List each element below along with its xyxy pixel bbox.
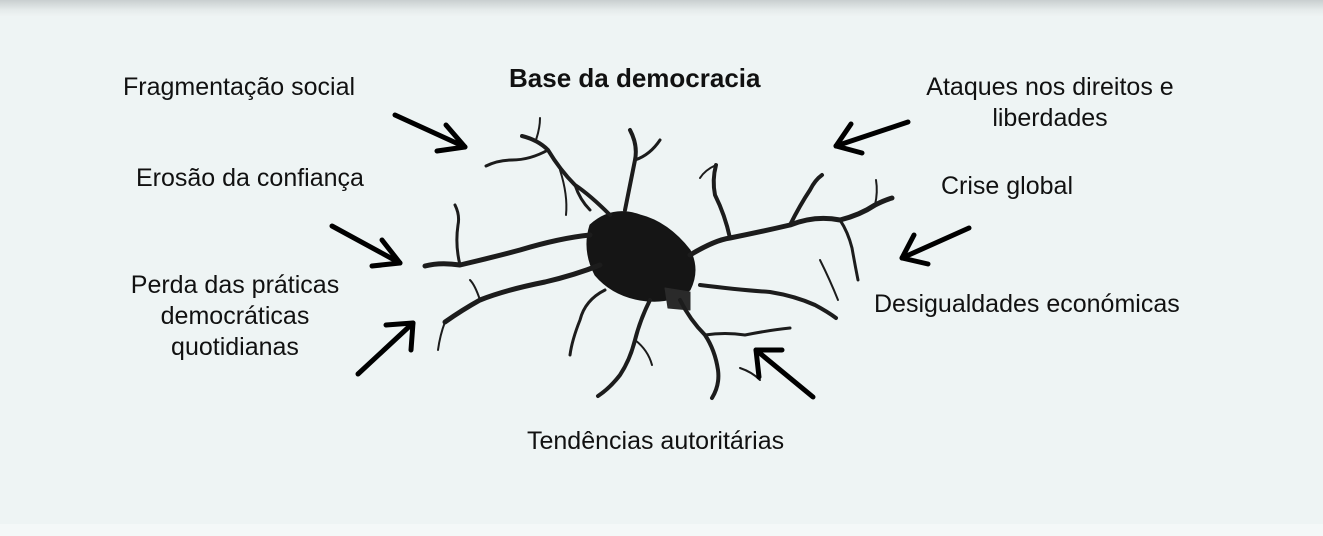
arrow-crise: [899, 225, 972, 267]
arrow-ataques: [833, 119, 911, 156]
arrows: [329, 112, 972, 400]
diagram-title: Base da democracia: [509, 63, 761, 93]
label-tendencias-autoritarias: Tendências autoritárias: [527, 427, 785, 455]
label-crise-global: Crise global: [941, 172, 1074, 200]
label-ataques-line-2: liberdades: [992, 104, 1108, 132]
label-perda-line-3: quotidianas: [171, 333, 299, 361]
label-erosao-confianca: Erosão da confiança: [136, 164, 364, 192]
label-ataques-line-1: Ataques nos direitos e: [926, 73, 1174, 101]
arrow-fragmentacao: [392, 112, 468, 154]
label-fragmentacao-social: Fragmentação social: [123, 73, 356, 101]
wall-crack-image: [422, 117, 895, 400]
arrow-perda: [355, 320, 416, 377]
label-desigualdades-economicas: Desigualdades económicas: [874, 290, 1180, 318]
bottom-band: [0, 524, 1323, 536]
label-perda-line-2: democráticas: [160, 302, 310, 330]
label-perda-line-1: Perda das práticas: [130, 271, 340, 299]
label-perda-praticas: Perda das práticas democráticas quotidia…: [100, 270, 370, 363]
top-shadow-band: [0, 0, 1323, 16]
arrow-tendencias: [753, 347, 816, 400]
arrow-erosao: [329, 223, 403, 269]
label-ataques-direitos: Ataques nos direitos e liberdades: [880, 72, 1220, 134]
